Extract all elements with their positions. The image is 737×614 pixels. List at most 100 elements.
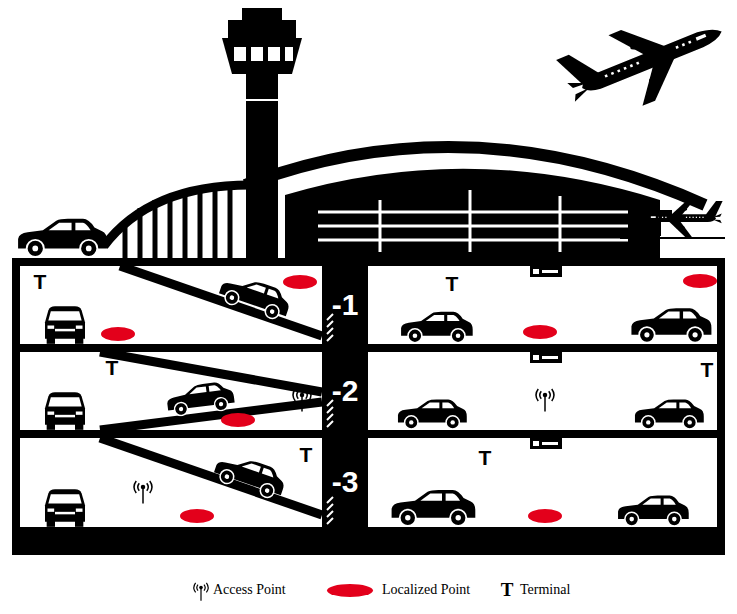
column-hatching	[327, 421, 333, 427]
level-number: -2	[332, 374, 359, 408]
exit-sign	[530, 438, 562, 449]
terminal-building	[559, 196, 562, 252]
terminal-marker: T	[34, 270, 47, 294]
car	[165, 380, 235, 417]
car	[217, 271, 294, 323]
parking-structure	[20, 266, 322, 344]
car	[165, 380, 235, 417]
parking-structure	[368, 266, 717, 344]
ramp-viaduct	[183, 190, 188, 258]
car	[631, 308, 711, 342]
column-hatching	[327, 504, 333, 510]
exit-sign	[533, 355, 539, 360]
control-tower	[228, 20, 296, 38]
control-tower	[222, 38, 302, 74]
ramp	[100, 402, 322, 430]
ramp-viaduct	[213, 186, 218, 258]
access-point-symbol	[134, 481, 152, 504]
exit-sign	[530, 266, 562, 277]
ramp-viaduct	[104, 185, 250, 246]
localized-point	[528, 509, 562, 523]
terminal-marker: T	[106, 356, 119, 380]
car	[18, 219, 107, 257]
exit-sign	[530, 438, 562, 449]
exit-sign	[533, 269, 539, 274]
terminal-building	[318, 190, 628, 252]
localized-point	[523, 325, 557, 339]
terminal-marker: T	[701, 358, 714, 382]
localized-point	[283, 275, 317, 289]
car	[401, 312, 473, 343]
exit-sign	[533, 441, 539, 446]
car	[618, 496, 689, 526]
legend-swatch	[327, 584, 373, 597]
column-hatching	[327, 328, 333, 334]
exit-sign	[542, 442, 558, 445]
car	[212, 450, 289, 502]
terminal-building	[318, 211, 628, 214]
car	[392, 490, 476, 526]
legend-text: Localized Point	[382, 582, 470, 598]
parking-structure	[20, 352, 322, 430]
control-tower	[222, 8, 302, 258]
localized-point	[683, 274, 717, 288]
control-tower	[246, 60, 278, 258]
terminal-building	[285, 169, 660, 258]
legend-text: Access Point	[213, 582, 286, 598]
exit-sign	[542, 270, 558, 273]
parked-airplane	[644, 216, 646, 236]
localized-point	[221, 413, 255, 427]
column-hatching	[327, 407, 333, 413]
ramp-viaduct	[104, 185, 250, 258]
terminal-building	[318, 225, 628, 228]
parking-structure	[12, 258, 725, 555]
access-point-symbol	[293, 389, 311, 412]
ramp-viaduct	[228, 185, 233, 258]
car	[212, 450, 289, 502]
car	[45, 392, 85, 430]
control-tower	[251, 47, 263, 61]
ramp-viaduct	[168, 194, 173, 258]
parked-airplane	[620, 199, 725, 238]
exit-sign	[530, 266, 562, 449]
column-hatching	[327, 321, 333, 327]
car	[398, 399, 467, 429]
parking-structure	[368, 352, 717, 430]
exit-sign	[530, 266, 562, 277]
localized-point	[101, 327, 135, 341]
control-tower	[242, 8, 282, 20]
parked-airplane	[659, 216, 661, 236]
parking-structure	[12, 258, 725, 555]
ramp	[100, 438, 322, 515]
car	[45, 271, 711, 527]
legend-access-point-icon	[194, 583, 208, 601]
car	[45, 306, 85, 344]
exit-sign	[530, 352, 562, 363]
localized-point	[180, 509, 214, 523]
access-point-symbol	[536, 389, 554, 412]
terminal-building	[318, 239, 628, 242]
column-hatching	[327, 511, 333, 517]
car	[217, 271, 294, 323]
parked-airplane	[632, 210, 672, 216]
column-hatching	[327, 518, 333, 524]
terminal-marker: T	[300, 443, 313, 467]
level-number: -3	[332, 465, 359, 499]
control-tower	[234, 47, 246, 61]
terminal-building	[245, 147, 705, 258]
exit-sign	[542, 356, 558, 359]
terminal-marker: T	[479, 446, 492, 470]
control-tower	[246, 99, 278, 101]
terminal-building	[245, 147, 705, 205]
column-hatching	[327, 335, 333, 341]
legend-text: Terminal	[520, 582, 570, 598]
parked-airplane	[620, 237, 725, 239]
ramp	[100, 266, 322, 515]
control-tower	[285, 47, 293, 61]
ramp	[120, 266, 322, 336]
localized-point	[101, 274, 717, 523]
parking-structure	[20, 438, 322, 527]
airplane	[555, 0, 736, 129]
